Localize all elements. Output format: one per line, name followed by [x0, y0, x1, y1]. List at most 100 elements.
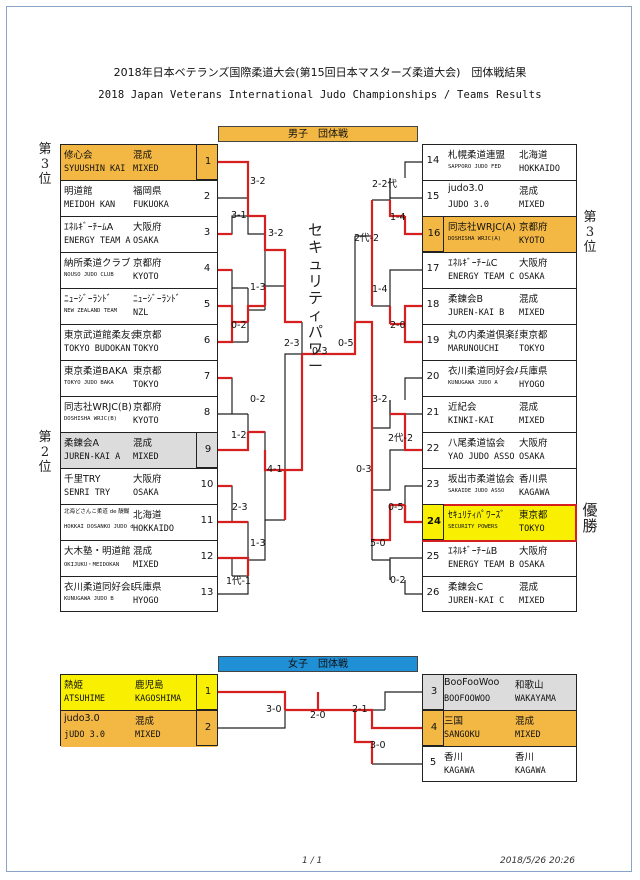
- team-region-en: KAGAWA: [519, 488, 550, 498]
- team-region-en: HYOGO: [519, 380, 545, 390]
- team-name-en: DOSHISHA WRJC(B): [64, 416, 117, 422]
- team-name-jp: 柔錬会B: [448, 294, 484, 305]
- team-region-jp: 鹿児島: [135, 680, 164, 691]
- seed-number: 12: [200, 551, 214, 562]
- seed-number-box: 9: [196, 432, 218, 468]
- team-name-en: BOOFOOWOO: [444, 694, 491, 704]
- team-region-en: NZL: [133, 308, 149, 318]
- team-name-jp: ｴﾈﾙｷﾞｰﾁｰﾑA: [64, 222, 114, 233]
- seed-number-box: 17: [422, 252, 444, 288]
- match-score: 2-3: [232, 502, 248, 513]
- team-name-en: KAGAWA: [444, 766, 475, 776]
- seed-number: 20: [426, 371, 440, 382]
- team-name-jp: 柔錬会C: [448, 582, 484, 593]
- team-region-en: TOKYO: [133, 380, 159, 390]
- team-name-en: NOUSO JUDO CLUB: [64, 272, 114, 278]
- footer-timestamp: 2018/5/26 20:26: [500, 856, 575, 866]
- team-region-en: OSAKA: [519, 452, 545, 462]
- team-name-en: SYUUSHIN KAI: [64, 164, 126, 174]
- match-score: 3-0: [370, 740, 386, 751]
- team-name-en: KINKI-KAI: [448, 416, 495, 426]
- team-name-en: NEW ZEALAND TEAM: [64, 308, 117, 314]
- match-score: 0-3: [356, 464, 372, 475]
- team-name-en: DOSHISHA WRJC(A): [448, 236, 501, 242]
- seed-number: 24: [427, 516, 441, 527]
- team-name-en: SANGOKU: [444, 730, 480, 740]
- team-region-en: MIXED: [519, 308, 545, 318]
- team-name-jp: 熱姫: [64, 680, 84, 691]
- team-name-en: TOKYO JUDO BAKA: [64, 380, 114, 386]
- men-section-heading: 男子 団体戦: [218, 126, 418, 142]
- team-name-en: JUREN-KAI A: [64, 452, 121, 462]
- seed-number-box: 14: [422, 144, 444, 180]
- team-name-jp: 近紀会: [448, 402, 477, 413]
- team-region-en: KYOTO: [519, 236, 545, 246]
- team-name-en: jUDO 3.0: [64, 730, 105, 740]
- team-region-en: TOKYO: [519, 524, 545, 534]
- seed-number: 5: [429, 757, 437, 768]
- team-name-jp: 明道館: [64, 186, 93, 197]
- match-score: 2-1: [352, 704, 368, 715]
- footer-page-number: 1 / 1: [302, 856, 323, 866]
- match-score: 2-3: [284, 338, 300, 349]
- seed-number-box: 1: [196, 674, 218, 710]
- team-region-jp: 兵庫県: [133, 582, 162, 593]
- match-score: 4-1: [267, 464, 283, 475]
- team-name-en: TOKYO BUDOKAN: [64, 344, 131, 354]
- team-region-jp: 和歌山: [515, 680, 544, 691]
- team-name-jp: 札幌柔道連盟: [448, 150, 506, 161]
- team-region-jp: 東京都: [133, 330, 162, 341]
- seed-number: 10: [200, 479, 214, 490]
- team-region-en: TOKYO: [519, 344, 545, 354]
- team-name-jp: 北海どさんこ柔道 de 醍醐: [64, 509, 130, 515]
- team-name-jp: ｴﾈﾙｷﾞｰﾁｰﾑB: [448, 546, 498, 557]
- seed-number-box: 4: [422, 710, 444, 746]
- match-score: 3-2: [372, 394, 388, 405]
- women-bracket-winner-lines: [218, 690, 422, 764]
- match-score: 2-0: [390, 320, 406, 331]
- team-name-jp: 東京武道館柔友会: [64, 330, 134, 341]
- match-score: 3-2: [268, 228, 284, 239]
- seed-number: 25: [426, 551, 440, 562]
- seed-number-box: 8: [196, 396, 218, 432]
- team-region-jp: 混成: [133, 150, 153, 161]
- team-region-jp: 京都府: [133, 402, 162, 413]
- seed-number-box: 10: [196, 468, 218, 504]
- match-score: 0-5: [338, 338, 354, 349]
- seed-number: 26: [426, 587, 440, 598]
- team-region-en: OSAKA: [519, 560, 545, 570]
- team-name-jp: judo3.0: [448, 183, 484, 194]
- team-region-en: KYOTO: [133, 272, 159, 282]
- match-score: 5-0: [370, 538, 386, 549]
- team-name-en: MEIDOH KAN: [64, 200, 116, 210]
- team-region-jp: 東京都: [133, 366, 162, 377]
- team-region-jp: 混成: [133, 438, 153, 449]
- team-region-jp: 東京都: [519, 510, 548, 521]
- team-name-en: HOKKAI DOSANKO JUDO de DAIGO: [64, 524, 134, 530]
- seed-number: 19: [426, 335, 440, 346]
- team-region-jp: 京都府: [519, 222, 548, 233]
- team-name-jp: BooFooWoo: [444, 677, 500, 688]
- seed-number-box: 11: [196, 504, 218, 540]
- team-name-jp: judo3.0: [64, 713, 100, 724]
- match-score: 2代-2: [388, 433, 414, 444]
- match-score: 1-4: [372, 284, 388, 295]
- team-region-jp: 大阪府: [133, 474, 162, 485]
- team-name-jp: 三国: [444, 716, 464, 727]
